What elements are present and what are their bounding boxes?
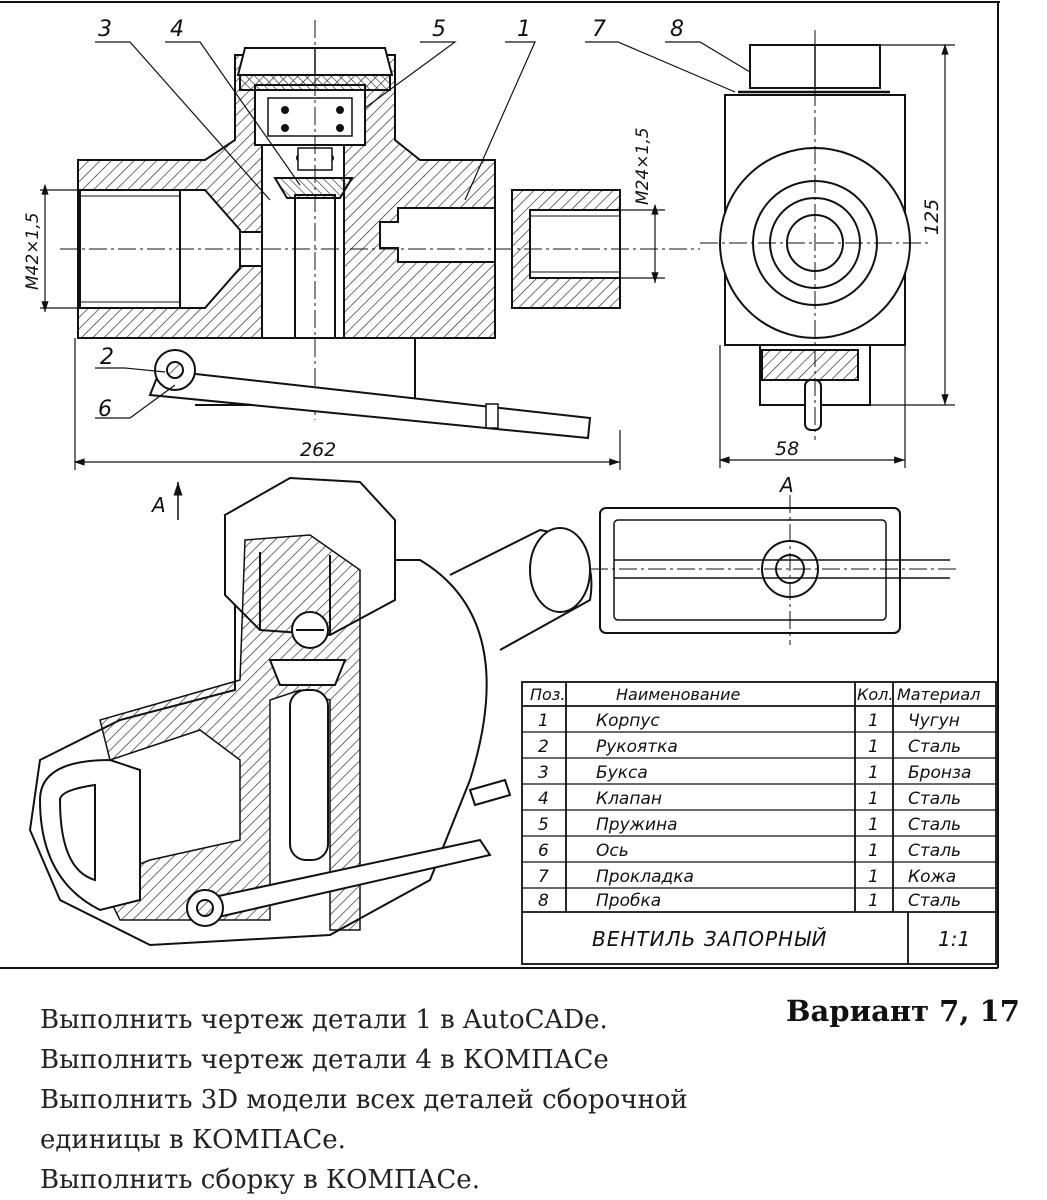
drawing-frame: [0, 1, 1000, 969]
bom-header-qty: Кол.: [857, 685, 893, 704]
bom-row-pos: 6: [538, 841, 549, 861]
bom-row-pos: 4: [538, 789, 549, 809]
task-line: единицы в КОМПАСе.: [40, 1125, 346, 1155]
bom-row-qty: 1: [868, 789, 879, 809]
dim-width: 58: [775, 438, 799, 460]
dim-length: 262: [300, 439, 336, 461]
title-block-scale: 1:1: [938, 927, 970, 951]
title-block-name: ВЕНТИЛЬ ЗАПОРНЫЙ: [592, 927, 827, 951]
bom-row-material: Сталь: [908, 891, 961, 911]
arrow-label-a: A: [150, 493, 166, 517]
bom-row-pos: 1: [538, 711, 549, 731]
bom-table: [521, 681, 997, 965]
task-line: Выполнить чертеж детали 1 в AutoCADe.: [40, 1005, 608, 1035]
bom-row-name: Пробка: [596, 891, 661, 911]
isometric-cutaway: [28, 476, 593, 947]
bom-row-qty: 1: [868, 711, 879, 731]
callout-2: 2: [100, 345, 114, 370]
callout-6: 6: [98, 397, 112, 422]
side-dimensions: [718, 43, 955, 468]
front-dimensions: [40, 183, 665, 470]
bom-row-name: Корпус: [596, 711, 660, 731]
bom-row-qty: 1: [868, 841, 879, 861]
bom-header-material: Материал: [897, 685, 980, 704]
callout-4: 4: [170, 17, 184, 42]
bom-row-material: Бронза: [908, 763, 971, 783]
bom-row-qty: 1: [868, 763, 879, 783]
task-line: Выполнить сборку в КОМПАСе.: [40, 1165, 480, 1195]
task-line: Выполнить 3D модели всех деталей сборочн…: [40, 1085, 688, 1115]
callout-1: 1: [517, 17, 531, 42]
task-line: Выполнить чертеж детали 4 в КОМПАСе: [40, 1045, 609, 1075]
dim-thread-right: M24×1,5: [633, 127, 653, 205]
bom-header-name: Наименование: [616, 685, 740, 704]
bom-row-material: Чугун: [908, 711, 960, 731]
bom-row-pos: 2: [538, 737, 549, 757]
assignment-tasks: Выполнить чертеж детали 1 в AutoCADe. Вы…: [40, 1000, 760, 1200]
bom-row-material: Сталь: [908, 815, 961, 835]
bom-row-name: Клапан: [596, 789, 662, 809]
variant-label: Вариант 7, 17: [786, 994, 1020, 1028]
assembly-drawing: 3 4 5 1 7 8 2 6 M42×1,5 M24×1,5 262 125 …: [0, 1, 1000, 969]
bom-row-material: Сталь: [908, 737, 961, 757]
bom-row-qty: 1: [868, 867, 879, 887]
bom-row-pos: 8: [538, 891, 549, 911]
bom-row-name: Букса: [596, 763, 648, 783]
leader-lines: [95, 41, 761, 419]
bom-row-pos: 3: [538, 763, 549, 783]
callout-8: 8: [670, 17, 684, 42]
bom-row-pos: 5: [538, 815, 549, 835]
bom-row-material: Сталь: [908, 841, 961, 861]
bom-header-pos: Поз.: [530, 685, 565, 704]
dim-thread-left: M42×1,5: [23, 212, 43, 290]
bom-row-name: Рукоятка: [596, 737, 678, 757]
view-label-a: A: [778, 473, 794, 497]
callout-3: 3: [98, 17, 112, 42]
bom-row-name: Ось: [596, 841, 629, 861]
bom-row-qty: 1: [868, 815, 879, 835]
bom-row-qty: 1: [868, 737, 879, 757]
front-section-view: [60, 20, 700, 440]
bom-row-name: Пружина: [596, 815, 678, 835]
callout-5: 5: [432, 17, 446, 42]
bom-row-material: Кожа: [908, 867, 956, 887]
dim-height: 125: [921, 199, 943, 235]
bom-row-qty: 1: [868, 891, 879, 911]
bom-row-name: Прокладка: [596, 867, 694, 887]
callout-7: 7: [592, 17, 606, 42]
side-view: [700, 30, 930, 440]
bom-row-material: Сталь: [908, 789, 961, 809]
view-a: [590, 495, 960, 645]
bom-row-pos: 7: [538, 867, 549, 887]
bom-rows: 1 Корпус 1 Чугун 2 Рукоятка 1 Сталь 3 Бу…: [538, 711, 971, 911]
